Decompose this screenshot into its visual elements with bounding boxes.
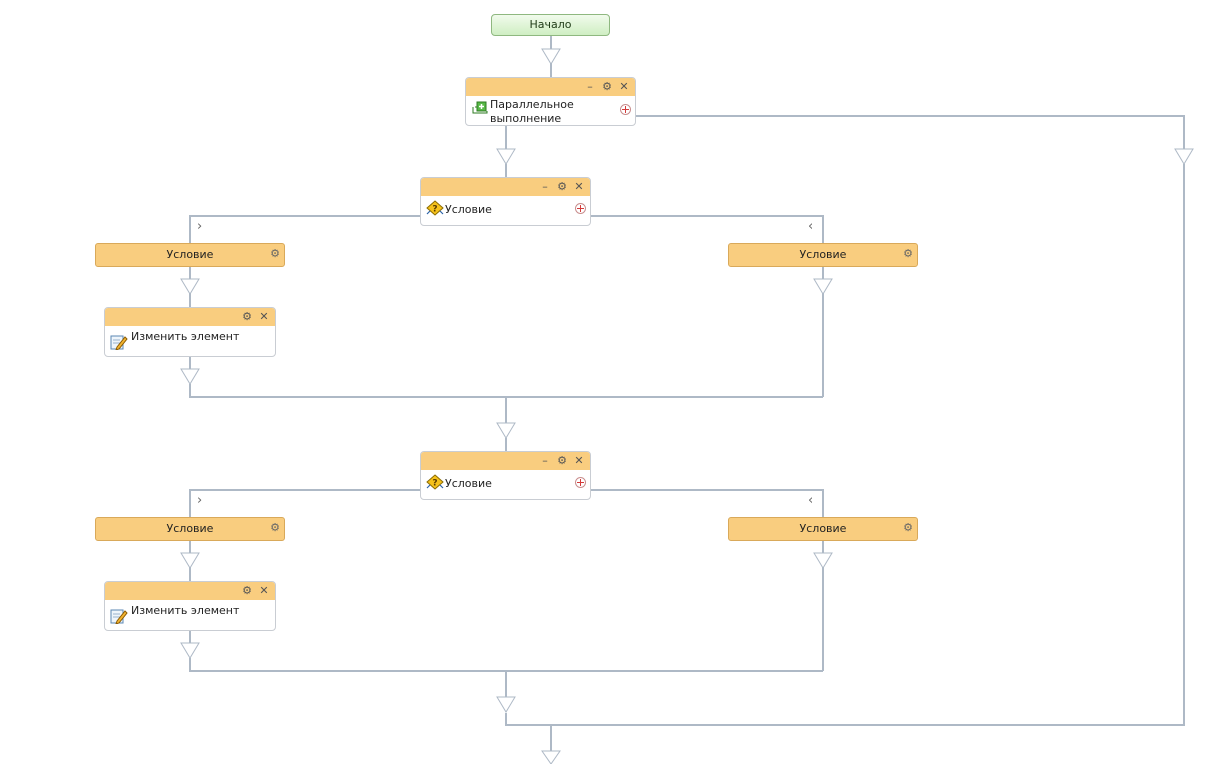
gear-icon[interactable]: ⚙ (242, 584, 252, 597)
edit-element-icon (110, 609, 128, 624)
minimize-icon[interactable]: – (587, 80, 593, 93)
change-element-activity[interactable]: ⚙ ✕ Изменить элемент (104, 581, 276, 631)
condition-activity[interactable]: – ⚙ ✕ ? Условие (420, 177, 591, 226)
parallel-icon (472, 101, 488, 114)
add-branch-icon[interactable] (575, 477, 586, 488)
flow-arrow (496, 422, 516, 439)
flow-arrows (180, 48, 1194, 764)
flow-arrow (496, 148, 516, 165)
branch-label: Условие (799, 522, 847, 535)
parallel-execution-activity[interactable]: – ⚙ ✕ Параллельное выполнение (465, 77, 636, 126)
close-icon[interactable]: ✕ (574, 454, 584, 467)
connector-lines (189, 36, 1185, 752)
close-icon[interactable]: ✕ (259, 310, 269, 323)
condition-icon: ? (426, 474, 444, 490)
condition-branch[interactable]: Условие ⚙ (728, 517, 918, 541)
activity-header: – ⚙ ✕ (421, 452, 590, 470)
chevron-right-icon[interactable]: › (197, 219, 203, 234)
minimize-icon[interactable]: – (542, 454, 548, 467)
flow-arrow (1174, 148, 1194, 165)
start-node[interactable]: Начало (491, 14, 610, 36)
activity-label: Изменить элемент (131, 604, 240, 617)
flow-arrow (813, 278, 833, 295)
condition-branch[interactable]: Условие ⚙ (95, 517, 285, 541)
close-icon[interactable]: ✕ (574, 180, 584, 193)
flow-arrow (541, 750, 561, 764)
activity-header: ⚙ ✕ (105, 308, 275, 326)
gear-icon[interactable]: ⚙ (270, 521, 280, 534)
chevron-right-icon[interactable]: › (197, 493, 203, 508)
chevron-left-icon[interactable]: ‹ (808, 493, 814, 508)
gear-icon[interactable]: ⚙ (557, 454, 567, 467)
change-element-activity[interactable]: ⚙ ✕ Изменить элемент (104, 307, 276, 357)
svg-text:?: ? (432, 205, 437, 215)
flow-arrow (180, 642, 200, 659)
gear-icon[interactable]: ⚙ (242, 310, 252, 323)
flow-arrow (180, 552, 200, 569)
edit-element-icon (110, 335, 128, 350)
activity-header: – ⚙ ✕ (466, 78, 635, 96)
gear-icon[interactable]: ⚙ (270, 247, 280, 260)
minimize-icon[interactable]: – (542, 180, 548, 193)
flow-arrow (180, 278, 200, 295)
gear-icon[interactable]: ⚙ (602, 80, 612, 93)
condition-activity[interactable]: – ⚙ ✕ ? Условие (420, 451, 591, 500)
activity-label: Условие (445, 203, 492, 216)
close-icon[interactable]: ✕ (619, 80, 629, 93)
activity-header: ⚙ ✕ (105, 582, 275, 600)
condition-branch[interactable]: Условие ⚙ (95, 243, 285, 267)
gear-icon[interactable]: ⚙ (903, 247, 913, 260)
add-branch-icon[interactable] (575, 203, 586, 214)
close-icon[interactable]: ✕ (259, 584, 269, 597)
flow-arrow (813, 552, 833, 569)
svg-text:?: ? (432, 479, 437, 489)
flow-arrow (541, 48, 561, 65)
condition-icon: ? (426, 200, 444, 216)
branch-label: Условие (799, 248, 847, 261)
activity-label: Изменить элемент (131, 330, 240, 343)
chevron-left-icon[interactable]: ‹ (808, 219, 814, 234)
branch-label: Условие (166, 522, 214, 535)
activity-label: Условие (445, 477, 492, 490)
branch-label: Условие (166, 248, 214, 261)
add-branch-icon[interactable] (620, 104, 631, 115)
activity-header: – ⚙ ✕ (421, 178, 590, 196)
flow-arrow (496, 696, 516, 713)
condition-branch[interactable]: Условие ⚙ (728, 243, 918, 267)
gear-icon[interactable]: ⚙ (903, 521, 913, 534)
flow-arrow (180, 368, 200, 385)
gear-icon[interactable]: ⚙ (557, 180, 567, 193)
activity-label: Параллельное выполнение (490, 98, 574, 125)
